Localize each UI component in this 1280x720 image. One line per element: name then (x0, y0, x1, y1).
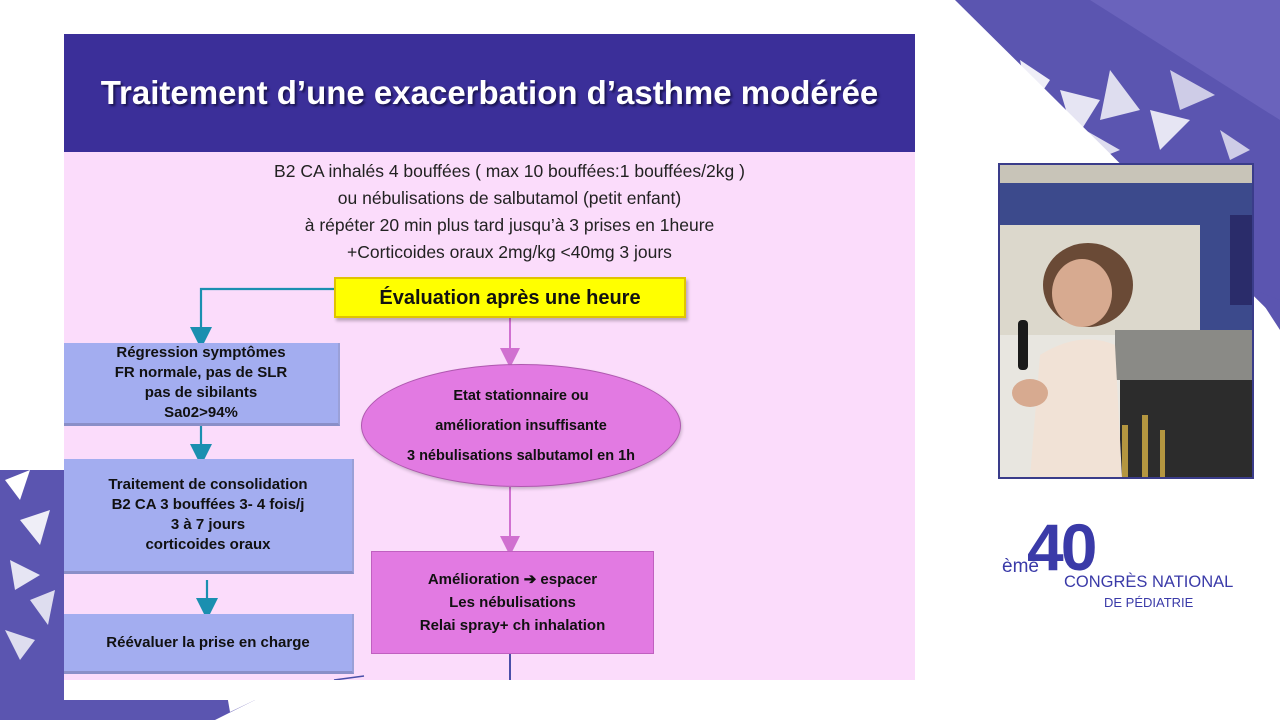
line-reevaluate-bottom (333, 675, 365, 680)
regression-line: Sa02>94% (164, 404, 238, 421)
speaker-video (998, 163, 1254, 479)
regression-box: Régression symptômes FR normale, pas de … (64, 343, 340, 426)
arrow-eval-to-regression (190, 287, 334, 349)
intro-line: +Corticoides oraux 2mg/kg <40mg 3 jours (347, 242, 672, 262)
logo-ordinal-suffix: ème (1002, 556, 1039, 577)
improvement-line: Les nébulisations (449, 594, 576, 611)
consolidation-line: 3 à 7 jours (170, 516, 246, 533)
stationary-line: 3 nébulisations salbutamol en 1h (406, 447, 636, 464)
reevaluate-box: Réévaluer la prise en charge (64, 614, 354, 674)
slide-title: Traitement d’une exacerbation d’asthme m… (64, 34, 915, 152)
intro-line: à répéter 20 min plus tard jusqu’à 3 pri… (304, 215, 715, 235)
regression-line: FR normale, pas de SLR (114, 364, 288, 381)
stationary-line: Etat stationnaire ou (453, 387, 589, 404)
consolidation-line: corticoides oraux (145, 536, 271, 553)
improvement-box: Amélioration ➔ espacer Les nébulisations… (371, 551, 654, 654)
evaluation-box: Évaluation après une heure (334, 277, 686, 318)
improvement-line: Amélioration ➔ espacer (427, 571, 598, 588)
consolidation-box: Traitement de consolidation B2 CA 3 bouf… (64, 459, 354, 574)
stationary-ellipse: Etat stationnaire ou amélioration insuff… (361, 364, 681, 487)
stationary-line: amélioration insuffisante (435, 417, 607, 434)
logo-line-congress: CONGRÈS NATIONAL (1064, 573, 1234, 591)
flow-connectors (190, 287, 520, 680)
intro-line: B2 CA inhalés 4 bouffées ( max 10 bouffé… (274, 161, 745, 181)
regression-line: Régression symptômes (116, 344, 286, 361)
logo-number: 40 (1027, 510, 1097, 584)
logo-line-pediatrics: DE PÉDIATRIE (1104, 595, 1194, 610)
speaker-video-image (1000, 165, 1252, 477)
improvement-line: Relai spray+ ch inhalation (419, 617, 606, 634)
congress-logo: 40 ème CONGRÈS NATIONAL DE PÉDIATRIE (1000, 510, 1270, 616)
intro-text: B2 CA inhalés 4 bouffées ( max 10 bouffé… (64, 158, 915, 266)
consolidation-line: Traitement de consolidation (108, 476, 308, 493)
regression-line: pas de sibilants (144, 384, 258, 401)
evaluation-label: Évaluation après une heure (379, 286, 641, 309)
presentation-slide: Traitement d’une exacerbation d’asthme m… (64, 34, 915, 680)
consolidation-line: B2 CA 3 bouffées 3- 4 fois/j (111, 496, 305, 513)
reevaluate-label: Réévaluer la prise en charge (106, 633, 310, 651)
intro-line: ou nébulisations de salbutamol (petit en… (337, 188, 682, 208)
